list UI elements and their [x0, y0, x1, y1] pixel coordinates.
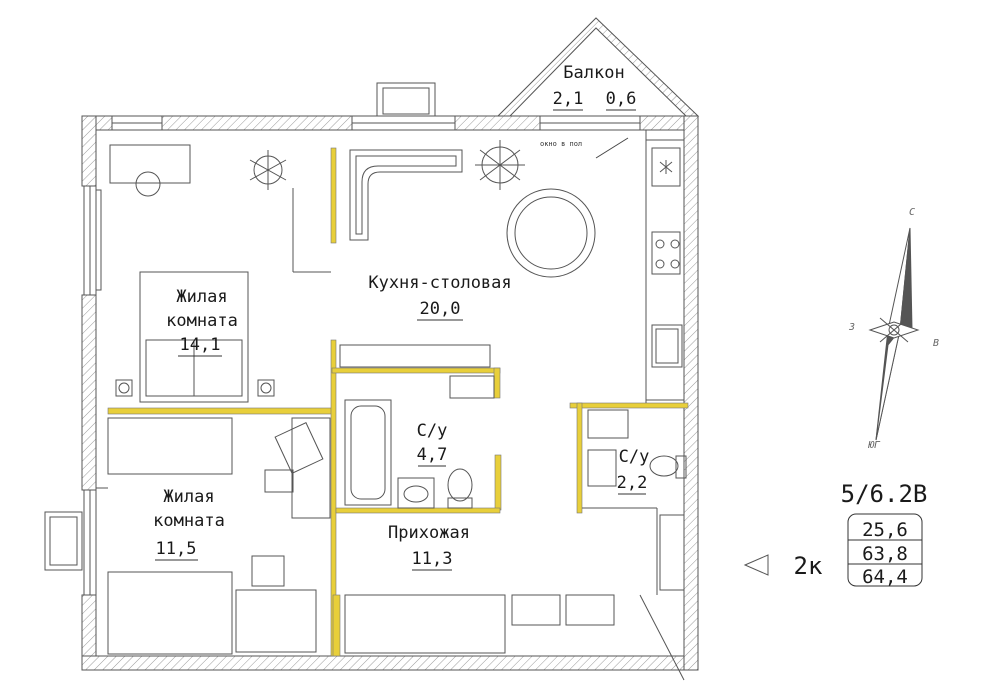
- compass-south: ЮГ: [868, 440, 881, 451]
- balcony-outline: [496, 17, 700, 117]
- hallway-area: 11,3: [412, 549, 453, 569]
- bedroom2-area: 11,5: [156, 539, 197, 559]
- bed-bedroom2-top: [107, 417, 233, 475]
- balcony-label: Балкон: [563, 63, 624, 83]
- washer-area: [339, 344, 495, 399]
- bedroom1-label-line1: Жилая: [176, 287, 227, 307]
- window-balcony-door: [539, 115, 641, 131]
- entrance-arrow-icon: [743, 554, 769, 576]
- plant-kitchen: [475, 140, 525, 190]
- kitchen-area: 20,0: [420, 299, 461, 319]
- bedroom1-area: 14,1: [180, 335, 221, 355]
- area-living: 25,6: [862, 519, 908, 541]
- window-left-lower: [44, 489, 97, 596]
- compass-east: В: [933, 338, 939, 349]
- bedroom1-label-line2: комната: [166, 311, 238, 331]
- hallway-wardrobe: [344, 514, 685, 654]
- compass-west: З: [848, 322, 855, 333]
- sofa-corner: [349, 149, 463, 241]
- balcony-area-b: 0,6: [606, 89, 637, 109]
- area-total: 63,8: [862, 543, 908, 565]
- window-note-leader: [595, 137, 629, 159]
- hallway-label: Прихожая: [388, 523, 470, 543]
- toilet-main: [447, 468, 473, 509]
- kitchen-label: Кухня-столовая: [368, 273, 511, 293]
- balcony-area-a: 2,1: [553, 89, 584, 109]
- kitchen-counter: [645, 139, 685, 401]
- desk-bedroom1: [109, 144, 191, 197]
- bathtub: [344, 399, 392, 506]
- entrance-door: [639, 594, 685, 681]
- dining-table: [506, 188, 596, 278]
- area-box: [847, 513, 923, 587]
- bedroom2-label-line1: Жилая: [163, 487, 214, 507]
- sink-main: [397, 477, 435, 509]
- window-left-upper: [83, 185, 102, 296]
- nightstands: [115, 379, 275, 397]
- compass-north: С: [909, 207, 915, 218]
- bath-small-area: 2,2: [617, 473, 648, 493]
- bed-bedroom1: [139, 271, 249, 403]
- window-top-middle: [351, 82, 456, 131]
- window-note: окно в пол: [540, 140, 582, 148]
- small-bath-fixtures: [587, 409, 687, 487]
- bed-bedroom2-bottom: [107, 555, 317, 655]
- desk-bedroom2: [264, 417, 331, 519]
- plant-bedroom1: [249, 150, 287, 190]
- window-top-left: [111, 115, 163, 131]
- bath-main-label: С/у: [417, 421, 448, 441]
- area-total-balcony: 64,4: [862, 566, 908, 588]
- hallway-pouffes: [511, 594, 615, 626]
- partitions: [107, 147, 689, 657]
- bedroom2-label-line2: комната: [153, 511, 225, 531]
- bath-small-label: С/у: [619, 447, 650, 467]
- exterior-walls: [81, 115, 699, 671]
- unit-number: 5/6.2В: [841, 480, 928, 508]
- compass-rose: [868, 227, 920, 441]
- bath-main-area: 4,7: [417, 445, 448, 465]
- rooms-count: 2к: [794, 552, 823, 580]
